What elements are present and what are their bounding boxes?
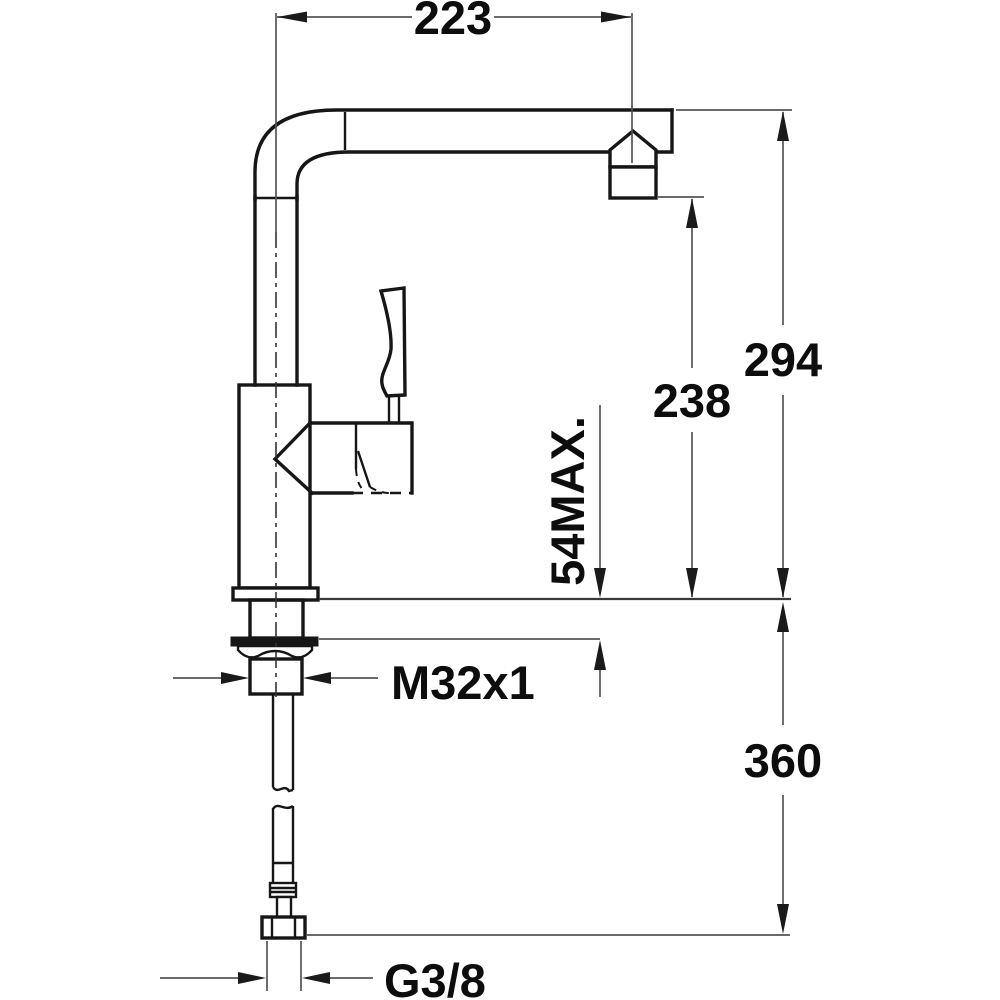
connector-nut <box>260 915 307 940</box>
aerator-outlet-body <box>608 165 658 200</box>
dim-m32-arrow-right <box>303 672 331 684</box>
dim-223-arrow-right <box>601 11 631 23</box>
dim-360-label: 360 <box>744 734 822 787</box>
dim-g38-arrow-right <box>302 972 330 984</box>
base-washer <box>230 636 319 647</box>
dimension-238: 238 <box>653 196 731 598</box>
dim-294-arrow-down <box>777 568 789 598</box>
dim-238-arrow-up <box>686 198 698 228</box>
dim-54-arrow-up <box>594 640 606 670</box>
dimension-360: 360 <box>744 602 822 934</box>
mounting-nut <box>236 644 314 659</box>
valve-inner-edge <box>356 450 372 488</box>
faucet-outline <box>230 108 674 940</box>
dim-m32x1-label: M32x1 <box>391 656 535 709</box>
valve-joint-hidden <box>355 468 367 493</box>
tube-break-top <box>271 786 294 793</box>
dimension-54max: 54MAX. <box>541 405 606 697</box>
dim-g38-arrow-left <box>238 972 266 984</box>
tube-collar <box>268 881 298 899</box>
dim-294-arrow-up <box>777 111 789 141</box>
spout-inner-edge <box>295 150 612 201</box>
faucet-body <box>237 383 312 590</box>
dim-223-label: 223 <box>414 0 492 44</box>
dim-223-arrow-left <box>277 11 307 23</box>
dim-294-label: 294 <box>744 333 822 386</box>
dim-360-arrow-up <box>777 602 789 632</box>
dim-360-arrow-down <box>777 904 789 934</box>
connector-neck <box>275 895 293 919</box>
dim-54max-label: 54MAX. <box>541 416 594 586</box>
tube-break-bottom <box>271 804 294 810</box>
dim-238-label: 238 <box>653 374 731 427</box>
dim-54-arrow-down <box>594 568 606 598</box>
dimension-g38: G3/8 <box>160 941 486 1000</box>
handle-lever <box>378 286 407 398</box>
aerator-pentagon <box>608 128 658 169</box>
dimension-m32x1: M32x1 <box>173 656 535 709</box>
valve-housing <box>308 421 414 495</box>
valve-cone <box>272 420 315 496</box>
valve-inner-hidden <box>369 486 395 495</box>
dim-238-arrow-down <box>686 568 698 598</box>
dim-m32-arrow-left <box>221 672 249 684</box>
dimension-223: 223 <box>275 0 633 232</box>
dim-g38-label: G3/8 <box>384 954 486 1000</box>
dimension-294: 294 <box>676 109 822 598</box>
spout-end-edge <box>654 108 674 154</box>
